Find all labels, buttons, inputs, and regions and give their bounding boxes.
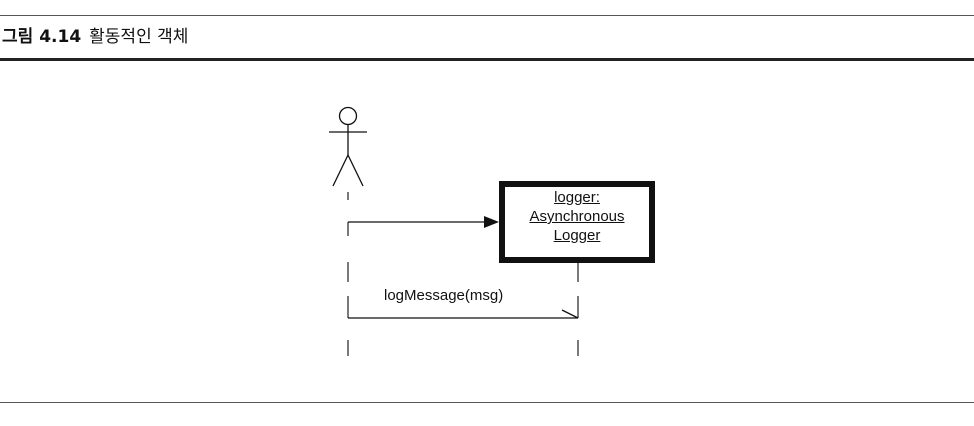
async-message-label: logMessage(msg) — [384, 287, 504, 304]
title-rule — [0, 58, 974, 61]
actor-icon — [329, 106, 367, 187]
top-rule — [0, 15, 974, 16]
active-object-box — [499, 181, 655, 263]
object-label-line-3: Logger — [553, 227, 601, 244]
object-label-line-2: Asynchronous — [529, 208, 625, 225]
async-message-arrow — [348, 309, 579, 319]
object-label: logger: Asynchronous Logger — [502, 188, 652, 245]
figure-caption: 활동적인 객체 — [89, 27, 189, 47]
figure-label: 그림 4.14 — [2, 27, 82, 47]
object-label-line-1: logger: — [554, 189, 600, 206]
create-message-arrow — [348, 216, 499, 228]
bottom-rule — [0, 402, 974, 403]
figure-title: 그림 4.14 활동적인 객체 — [2, 22, 188, 47]
